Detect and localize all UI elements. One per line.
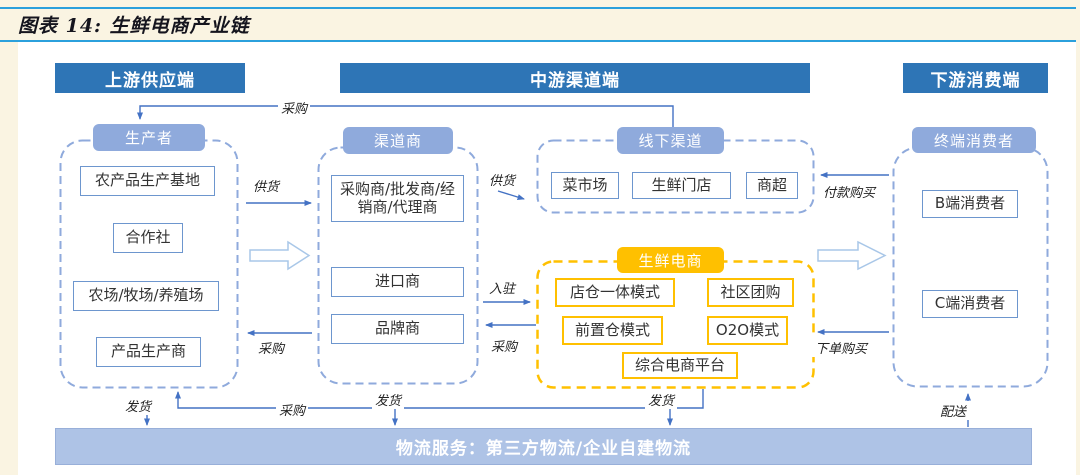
offline-box: 商超 — [746, 172, 798, 199]
arrow-ecommerce-procure-producers — [175, 389, 704, 409]
consumers-box: B端消费者 — [922, 190, 1018, 218]
edge-label-pay-purchase: 付款购买 — [820, 182, 879, 201]
producers-group-label: 生产者 — [93, 124, 205, 151]
consumers-group-label: 终端消费者 — [912, 127, 1036, 153]
logistics-bar: 物流服务：第三方物流/企业自建物流 — [55, 428, 1032, 465]
edge-label-left-supply: 供货 — [250, 176, 283, 195]
channel-box: 品牌商 — [331, 314, 464, 344]
offline-box: 菜市场 — [551, 172, 619, 199]
edge-label-delivery: 配送 — [937, 401, 970, 420]
edge-label-order-purchase: 下单购买 — [812, 338, 871, 357]
edge-label-mid-enter: 入驻 — [486, 278, 519, 297]
edge-label-mid-supply: 供货 — [486, 170, 519, 189]
header-downstream: 下游消费端 — [903, 63, 1048, 93]
consumers-box: C端消费者 — [922, 290, 1018, 318]
ecommerce-box: 前置仓模式 — [562, 316, 663, 345]
channel-group-label: 渠道商 — [343, 127, 453, 154]
edge-label-ship-channel: 发货 — [372, 390, 405, 409]
edge-label-mid-procure: 采购 — [488, 336, 521, 355]
consumers-group-border — [892, 146, 1049, 388]
producers-box: 产品生产商 — [96, 337, 201, 367]
block-arrow-producers-to-channel-icon — [249, 240, 311, 271]
arrow-offline-to-producers-procure — [137, 105, 674, 127]
title-bottom-rule — [0, 40, 1076, 42]
channel-box: 进口商 — [331, 267, 464, 297]
arrow-channel-supply-offline — [497, 190, 525, 200]
ecommerce-box: 综合电商平台 — [622, 352, 738, 379]
offline-group-label: 线下渠道 — [617, 127, 724, 154]
title-top-rule — [0, 7, 1076, 9]
edge-label-ship-producers: 发货 — [122, 396, 155, 415]
edge-label-bottom-procure: 采购 — [276, 400, 309, 419]
ecommerce-box: 社区团购 — [707, 278, 794, 307]
offline-box: 生鲜门店 — [632, 172, 731, 199]
producers-box: 合作社 — [113, 223, 183, 253]
header-upstream: 上游供应端 — [55, 63, 245, 93]
edge-label-left-procure: 采购 — [255, 338, 288, 357]
ecommerce-box: O2O模式 — [707, 316, 788, 345]
channel-box: 采购商/批发商/经销商/代理商 — [331, 175, 464, 222]
producers-box: 农场/牧场/养殖场 — [73, 281, 219, 311]
diagram-panel — [18, 42, 1076, 475]
ecommerce-box: 店仓一体模式 — [555, 278, 675, 307]
edge-label-top-procure: 采购 — [278, 98, 311, 117]
ecommerce-group-label: 生鲜电商 — [617, 247, 724, 273]
edge-label-ship-ecommerce: 发货 — [645, 390, 678, 409]
figure-title: 图表 14: 生鲜电商产业链 — [18, 15, 250, 37]
producers-box: 农产品生产基地 — [80, 166, 215, 196]
header-midstream: 中游渠道端 — [340, 63, 810, 93]
block-arrow-ecommerce-to-consumers-icon — [817, 240, 887, 271]
